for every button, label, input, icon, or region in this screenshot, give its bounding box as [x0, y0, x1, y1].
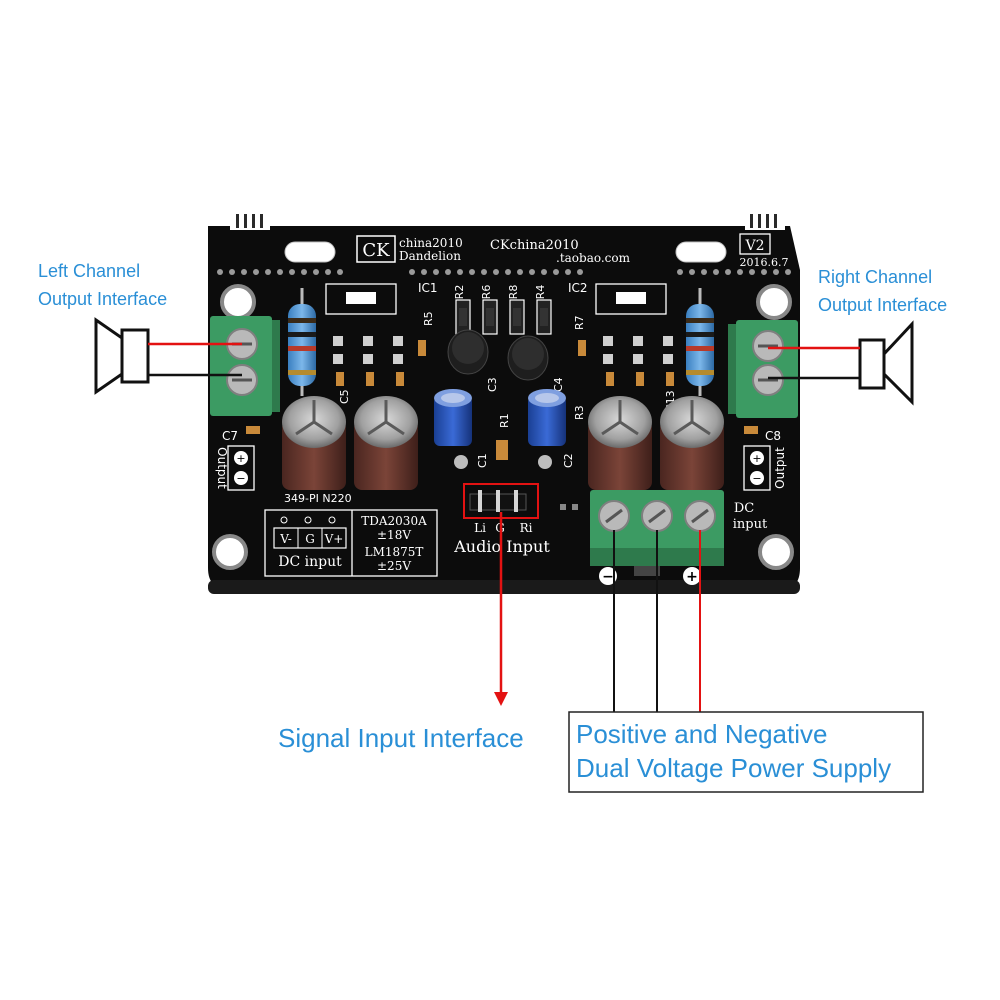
small-cap-right — [507, 335, 549, 381]
blue-cap-right — [528, 389, 566, 446]
svg-text:+: + — [752, 452, 761, 465]
right-output-line1: Right Channel — [818, 267, 933, 287]
plus-symbol: + — [686, 569, 698, 585]
blue-resistor-right — [686, 288, 714, 396]
mounting-hole-tr — [756, 284, 792, 320]
r4-label: R4 — [534, 285, 547, 300]
header-pin-row — [217, 269, 791, 275]
r8-label: R8 — [507, 285, 520, 300]
right-output-callout: Right Channel Output Interface — [818, 263, 993, 319]
lm-voltage: ±25V — [377, 559, 411, 573]
dc-input-box: V- G V+ DC input TDA2030A ±18V LM1875T ±… — [264, 509, 438, 577]
input-label: input — [733, 517, 768, 532]
left-output-callout: Left Channel Output Interface — [38, 257, 208, 313]
resistor-r6 — [482, 299, 498, 335]
left-output-line2: Output Interface — [38, 289, 168, 309]
ck-logo-box — [356, 235, 396, 263]
left-speaker-icon — [94, 317, 150, 395]
c2-label: C2 — [562, 453, 575, 468]
mounting-hole-br — [758, 534, 794, 570]
audio-input-header — [469, 490, 527, 512]
left-output-terminal — [210, 316, 280, 416]
c8-label: C8 — [765, 429, 781, 443]
big-cap-4 — [660, 396, 724, 490]
smd-parts — [336, 340, 674, 386]
power-supply-callout: Positive and Negative Dual Voltage Power… — [576, 717, 921, 785]
dc-label: DC — [734, 501, 754, 516]
mounting-hole-tl — [220, 284, 256, 320]
brand-top: china2010 — [399, 236, 463, 250]
c5-label: C5 — [338, 389, 351, 404]
pcb-shadow-edge — [208, 580, 800, 594]
r5-label: R5 — [422, 311, 435, 326]
pin-v-plus: V+ — [324, 532, 344, 546]
mounting-hole-bl — [212, 534, 248, 570]
dc-input-silk: DC input — [278, 554, 342, 570]
c7-label: C7 — [222, 429, 238, 443]
r1-label: R1 — [498, 413, 511, 428]
pin-li: Li — [474, 521, 486, 535]
pin-v-minus: V- — [279, 532, 292, 546]
c1-label: C1 — [476, 453, 489, 468]
blue-resistor-left — [288, 288, 316, 396]
big-cap-1 — [282, 396, 346, 490]
small-cap-left — [447, 329, 489, 375]
version-label: V2 — [744, 238, 764, 254]
resistor-r2 — [455, 299, 471, 335]
brand-bottom: Dandelion — [399, 249, 461, 263]
power-supply-box — [568, 711, 924, 793]
pin-ri: Ri — [520, 521, 533, 535]
tda-label: TDA2030A — [361, 514, 427, 528]
date-label: 2016.6.7 — [740, 256, 789, 269]
tda-voltage: ±18V — [377, 528, 411, 542]
ic1-label: IC1 — [418, 281, 438, 295]
ic2-pads — [603, 336, 673, 364]
ck-logo: CK — [362, 240, 390, 261]
signal-input-callout: Signal Input Interface — [278, 723, 524, 753]
lm-label: LM1875T — [365, 545, 424, 559]
brand-right: CKchina2010 — [490, 238, 579, 253]
r7-label: R7 — [573, 315, 586, 330]
r2-label: R2 — [453, 285, 466, 300]
power-supply-line2: Dual Voltage Power Supply — [576, 753, 892, 783]
cap-marking: 349-PI N220 — [284, 492, 352, 505]
right-output-line2: Output Interface — [818, 295, 948, 315]
signal-arrow-head — [494, 692, 508, 706]
minus-symbol: − — [602, 569, 614, 585]
pin-g: G — [305, 532, 315, 546]
right-output-terminal — [728, 320, 798, 418]
left-output-silk: Output — [215, 447, 229, 489]
power-supply-line1: Positive and Negative — [576, 719, 828, 749]
ic2-label: IC2 — [568, 281, 588, 295]
c3-label: C3 — [486, 377, 499, 392]
r3-label: R3 — [573, 405, 586, 420]
big-cap-3 — [588, 396, 652, 490]
right-speaker-icon — [858, 320, 914, 406]
blue-cap-left — [434, 389, 472, 446]
big-cap-2 — [354, 396, 418, 490]
svg-text:−: − — [236, 472, 245, 485]
resistor-r4 — [536, 299, 552, 335]
shop-name: .taobao.com — [556, 251, 631, 265]
left-output-line1: Left Channel — [38, 261, 141, 281]
svg-text:+: + — [236, 452, 245, 465]
ic1-pads — [333, 336, 403, 364]
r6-label: R6 — [480, 285, 493, 300]
c4-label: C4 — [552, 377, 565, 392]
svg-text:−: − — [752, 472, 761, 485]
resistor-r8 — [509, 299, 525, 335]
right-output-silk: Output — [773, 447, 787, 489]
